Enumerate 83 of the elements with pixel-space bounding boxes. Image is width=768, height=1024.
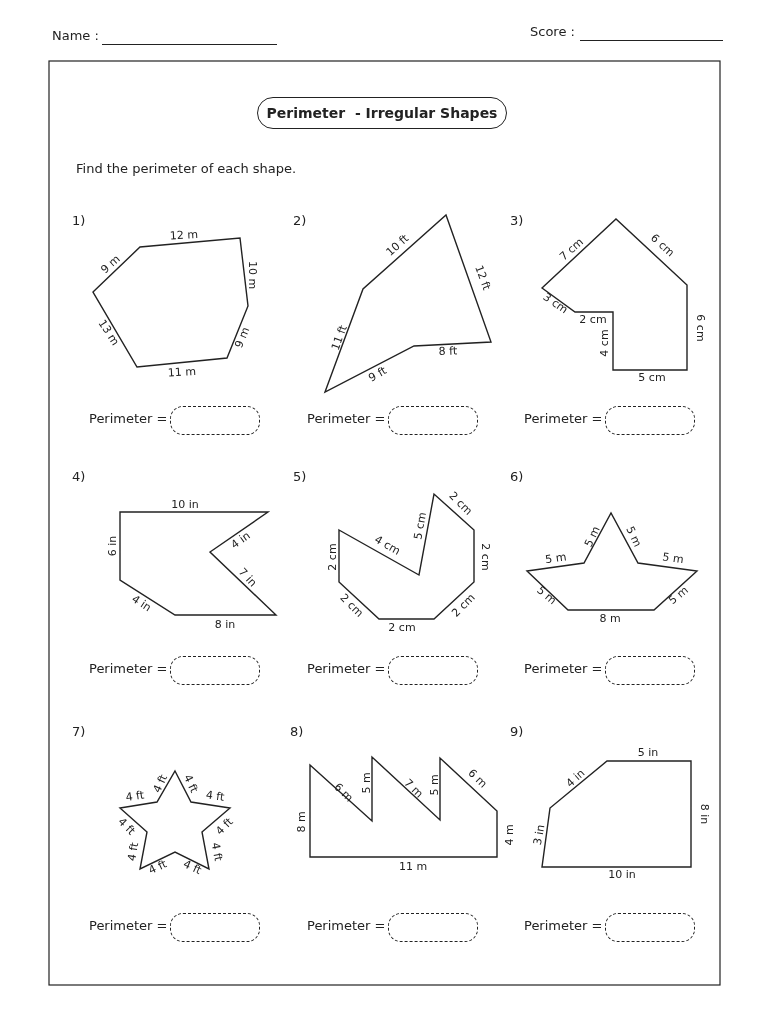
dimension-label: 8 in xyxy=(697,803,711,825)
dimension-label: 8 ft xyxy=(438,345,458,359)
dimension-label: 4 cm xyxy=(598,329,612,357)
dimension-label: 4 ft xyxy=(146,858,170,878)
dimension-label: 8 m xyxy=(599,612,621,626)
dimension-label: 7 cm xyxy=(557,236,587,264)
dimension-label: 5 in xyxy=(637,746,659,760)
dimension-label: 4 ft xyxy=(180,858,204,878)
dimension-label: 2 cm xyxy=(326,543,340,571)
dimension-label: 10 m xyxy=(245,260,259,290)
dimension-label: 11 ft xyxy=(329,323,351,353)
dimension-label: 2 cm xyxy=(449,591,479,621)
problem-number: 2) xyxy=(293,214,307,229)
dimension-label: 4 m xyxy=(503,824,517,846)
problem-number: 5) xyxy=(293,470,307,485)
instruction-text: Find the perimeter of each shape. xyxy=(76,162,297,177)
dimension-label: 13 m xyxy=(95,317,121,349)
dimension-label: 5 m xyxy=(544,551,568,567)
dimension-label: 5 m xyxy=(428,774,442,796)
dimension-label: 9 ft xyxy=(366,364,390,386)
dimension-label: 5 m xyxy=(661,551,685,567)
problem-number: 6) xyxy=(510,470,524,485)
answer-label: Perimeter = xyxy=(524,412,603,427)
dimension-label: 9 m xyxy=(233,325,253,351)
dimension-label: 6 m xyxy=(465,767,489,791)
answer-label: Perimeter = xyxy=(307,412,386,427)
answer-label: Perimeter = xyxy=(89,412,168,427)
dimension-label: 4 ft xyxy=(124,789,146,805)
problem-number: 8) xyxy=(290,725,304,740)
dimension-label: 3 in xyxy=(532,823,548,847)
dimension-label: 5 m xyxy=(360,772,374,794)
dimension-label: 2 cm xyxy=(579,313,607,327)
answer-label: Perimeter = xyxy=(89,662,168,677)
dimension-label: 4 in xyxy=(228,529,254,553)
dimension-label: 12 m xyxy=(169,228,199,244)
dimension-label: 4 ft xyxy=(126,841,142,863)
answer-label: Perimeter = xyxy=(307,919,386,934)
answer-label: Perimeter = xyxy=(524,919,603,934)
dimension-label: 11 m xyxy=(398,860,428,874)
dimension-label: 6 cm xyxy=(693,314,707,342)
dimension-label: 3 cm xyxy=(540,291,570,317)
dimension-label: 2 cm xyxy=(388,621,416,635)
dimension-label: 5 m xyxy=(533,584,559,608)
dimension-label: 4 in xyxy=(128,593,154,615)
dimension-label: 7 m xyxy=(401,777,425,801)
dimension-label: 6 in xyxy=(106,535,120,557)
dimension-label: 4 ft xyxy=(151,772,171,796)
dimension-label: 7 in xyxy=(235,566,259,590)
dimension-label: 10 in xyxy=(171,498,199,512)
dimension-label: 4 ft xyxy=(115,816,137,838)
dimension-label: 5 cm xyxy=(412,511,430,541)
field-label: Name : xyxy=(52,29,99,44)
dimension-label: 2 cm xyxy=(336,591,366,621)
problem-number: 1) xyxy=(72,214,86,229)
dimension-label: 6 m xyxy=(331,781,355,805)
dimension-label: 12 ft xyxy=(471,263,493,293)
answer-label: Perimeter = xyxy=(524,662,603,677)
dimension-label: 8 in xyxy=(214,618,236,632)
dimension-label: 4 in xyxy=(564,767,588,791)
dimension-label: 8 m xyxy=(295,811,309,833)
dimension-label: 6 cm xyxy=(647,232,677,260)
dimension-label: 5 m xyxy=(582,524,604,550)
dimension-label: 2 cm xyxy=(445,489,475,519)
dimension-label: 9 m xyxy=(98,253,124,277)
problem-number: 7) xyxy=(72,725,86,740)
problem-number: 3) xyxy=(510,214,524,229)
problem-number: 9) xyxy=(510,725,524,740)
dimension-label: 10 ft xyxy=(384,232,412,260)
dimension-label: 5 m xyxy=(666,584,692,608)
dimension-label: 5 cm xyxy=(638,371,666,385)
dimension-label: 2 cm xyxy=(478,543,492,571)
dimension-label: 10 in xyxy=(608,868,636,882)
dimension-label: 4 ft xyxy=(208,841,224,863)
dimension-label: 11 m xyxy=(167,365,197,381)
answer-label: Perimeter = xyxy=(89,919,168,934)
dimension-label: 4 cm xyxy=(372,533,402,559)
dimension-label: 4 ft xyxy=(180,772,200,796)
field-label: Score : xyxy=(530,25,575,40)
dimension-label: 4 ft xyxy=(214,816,236,838)
problem-number: 4) xyxy=(72,470,86,485)
dimension-label: 5 m xyxy=(622,524,644,550)
answer-label: Perimeter = xyxy=(307,662,386,677)
dimension-label: 4 ft xyxy=(204,789,226,805)
